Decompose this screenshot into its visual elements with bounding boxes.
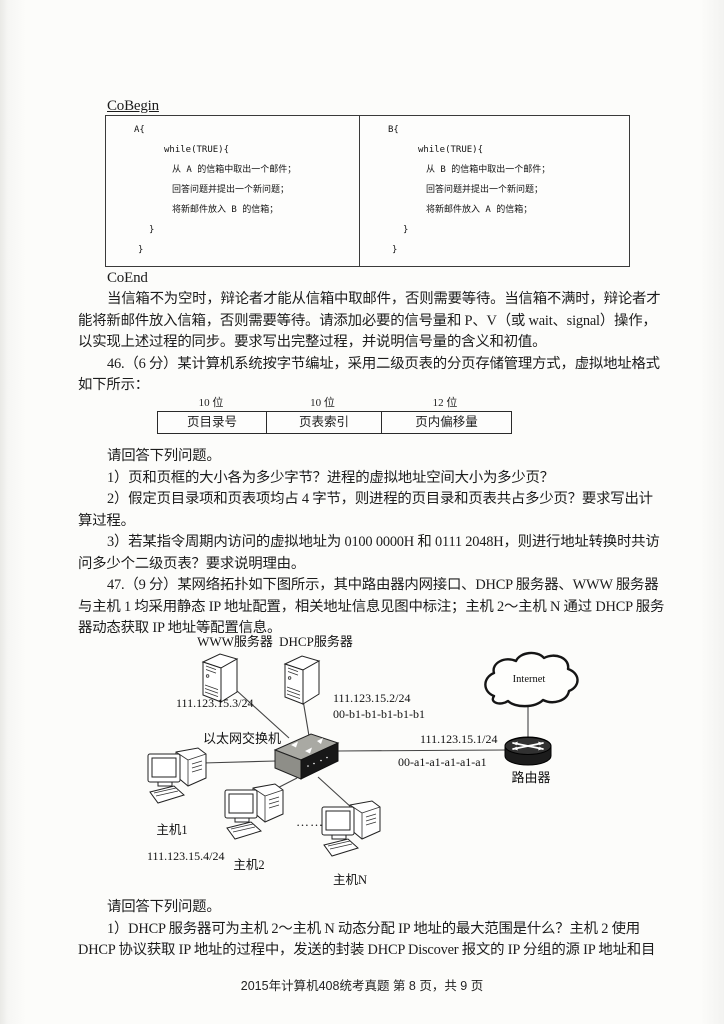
www-server-label: WWW服务器	[197, 634, 273, 649]
host-n-label: 主机N	[332, 873, 368, 887]
code-line: 回答问题并提出一个新问题；	[426, 185, 544, 195]
text-line: 请回答下列问题。	[107, 448, 221, 464]
text-line: DHCP 协议获取 IP 地址的过程中，发送的封装 DHCP Discover …	[78, 942, 656, 958]
www-server-icon	[202, 653, 238, 703]
router-ip: 111.123.15.1/24	[420, 732, 498, 746]
text-line: 算过程。	[78, 512, 135, 529]
bits-label: 10 位	[310, 397, 335, 409]
internet-label: Internet	[512, 674, 546, 685]
text-line: 如下所示：	[78, 377, 149, 393]
link-switch-router	[336, 749, 507, 752]
text-line: 与主机 1 均采用静态 IP 地址配置，相关地址信息见图中标注；主机 2～主机 …	[78, 598, 665, 615]
code-line: }	[149, 225, 155, 235]
field-cell: 页内偏移量	[381, 412, 511, 433]
link-www-switch	[235, 689, 290, 739]
code-line: B{	[388, 125, 399, 135]
code-line: while(TRUE){	[164, 145, 230, 155]
text-line: 3）若某指令周期内访问的虚拟地址为 0100 0000H 和 0111 2048…	[107, 534, 660, 550]
link-dhcp-switch	[302, 699, 310, 737]
link-switch-hostn	[317, 776, 353, 809]
question-47-text: 请回答下列问题。 1）DHCP 服务器可为主机 2～主机 N 动态分配 IP 地…	[78, 897, 663, 962]
code-line: 将新邮件放入 A 的信箱；	[426, 205, 533, 215]
hosts-ellipsis: ……	[296, 814, 324, 829]
ethernet-switch-icon	[273, 733, 340, 780]
internet-cloud-icon	[484, 651, 579, 708]
host-n-icon	[321, 800, 381, 857]
ethernet-switch-label: 以太网交换机	[203, 731, 282, 746]
dhcp-server-icon	[284, 655, 320, 705]
host-1-label: 主机1	[156, 823, 188, 837]
text-line: 当信箱不为空时，辩论者才能从信箱中取邮件，否则需要等待。当信箱不满时，辩论者才	[107, 291, 661, 307]
host-2-icon	[224, 783, 284, 840]
network-topology-figure: WWW服务器 DHCP服务器 111.123.15.3/24 111.123.1…	[0, 628, 724, 900]
code-line: 回答问题并提出一个新问题；	[172, 185, 290, 195]
text-line: 1）DHCP 服务器可为主机 2～主机 N 动态分配 IP 地址的最大范围是什么…	[107, 920, 640, 937]
field-cell: 页表索引	[266, 412, 381, 433]
network-topology-diagram	[147, 651, 579, 857]
host-2-label: 主机2	[233, 858, 265, 872]
code-line: }	[392, 245, 398, 255]
field-cell: 页目录号	[186, 415, 237, 429]
text-line: 器动态获取 IP 地址等配置信息。	[78, 620, 282, 636]
text-line: 问多少个二级页表？要求说明理由。	[78, 555, 306, 572]
text-line: 1）页和页框的大小各为多少字节？进程的虚拟地址空间大小为多少页？	[107, 469, 554, 486]
page-footer: 2015年计算机408统考真题 第 8 页，共 9 页	[240, 979, 484, 993]
text-line: 46.（6 分）某计算机系统按字节编址，采用二级页表的分页存储管理方式，虚拟地址…	[107, 355, 660, 372]
text-line: 能将新邮件放入信箱，否则需要等待。请添加必要的信号量和 P、V（或 wait、s…	[78, 312, 657, 329]
process-a-code: A{ while(TRUE){ 从 A 的信箱中取出一个邮件； 回答问题并提出一…	[106, 116, 359, 266]
bits-label-row: 10 位 10 位 12 位	[157, 397, 512, 411]
router-label: 路由器	[511, 770, 551, 785]
process-b-code: B{ while(TRUE){ 从 B 的信箱中取出一个邮件； 回答问题并提出一…	[359, 116, 629, 266]
cobegin-label: CoBegin	[107, 98, 159, 114]
code-line: 从 A 的信箱中取出一个邮件；	[172, 165, 297, 175]
network-links	[202, 689, 529, 809]
text-line: 47.（9 分）某网络拓扑如下图所示，其中路由器内网接口、DHCP 服务器、WW…	[107, 577, 659, 593]
coend-label: CoEnd	[107, 270, 148, 286]
dhcp-server-ip: 111.123.15.2/24	[333, 691, 411, 705]
bits-label: 12 位	[432, 397, 458, 409]
question-45-text: 当信箱不为空时，辩论者才能从信箱中取邮件，否则需要等待。当信箱不满时，辩论者才 …	[78, 289, 663, 397]
code-line: while(TRUE){	[418, 145, 484, 155]
question-46-text: 请回答下列问题。 1）页和页框的大小各为多少字节？进程的虚拟地址空间大小为多少页…	[78, 446, 665, 640]
code-line: }	[138, 245, 144, 255]
address-field-row: 页目录号 页表索引 页内偏移量	[157, 411, 512, 434]
text-line: 2）假定页目录项和页表项均占 4 字节，则进程的页目录和页表共占多少页？要求写出…	[107, 491, 653, 507]
host-1-ip: 111.123.15.4/24	[147, 849, 225, 863]
www-server-ip: 111.123.15.3/24	[176, 696, 254, 710]
router-mac: 00-a1-a1-a1-a1-a1	[398, 755, 487, 769]
code-line: 将新邮件放入 B 的信箱；	[172, 205, 279, 215]
dhcp-server-mac: 00-b1-b1-b1-b1-b1	[333, 707, 425, 721]
virtual-address-format-table: 10 位 10 位 12 位 页目录号 页表索引 页内偏移量	[157, 397, 512, 434]
code-line: A{	[134, 125, 145, 135]
text-line: 请回答下列问题。	[107, 899, 221, 915]
host-1-icon	[147, 747, 207, 804]
code-line: 从 B 的信箱中取出一个邮件；	[426, 165, 551, 175]
concurrent-code-block: A{ while(TRUE){ 从 A 的信箱中取出一个邮件； 回答问题并提出一…	[105, 115, 630, 267]
link-switch-host1	[202, 760, 277, 764]
bits-label: 10 位	[198, 397, 224, 409]
dhcp-server-label: DHCP服务器	[279, 634, 353, 649]
text-line: 以实现上述过程的同步。要求写出完整过程，并说明信号量的含义和初值。	[78, 334, 547, 350]
router-icon	[504, 736, 552, 766]
code-line: }	[403, 225, 409, 235]
